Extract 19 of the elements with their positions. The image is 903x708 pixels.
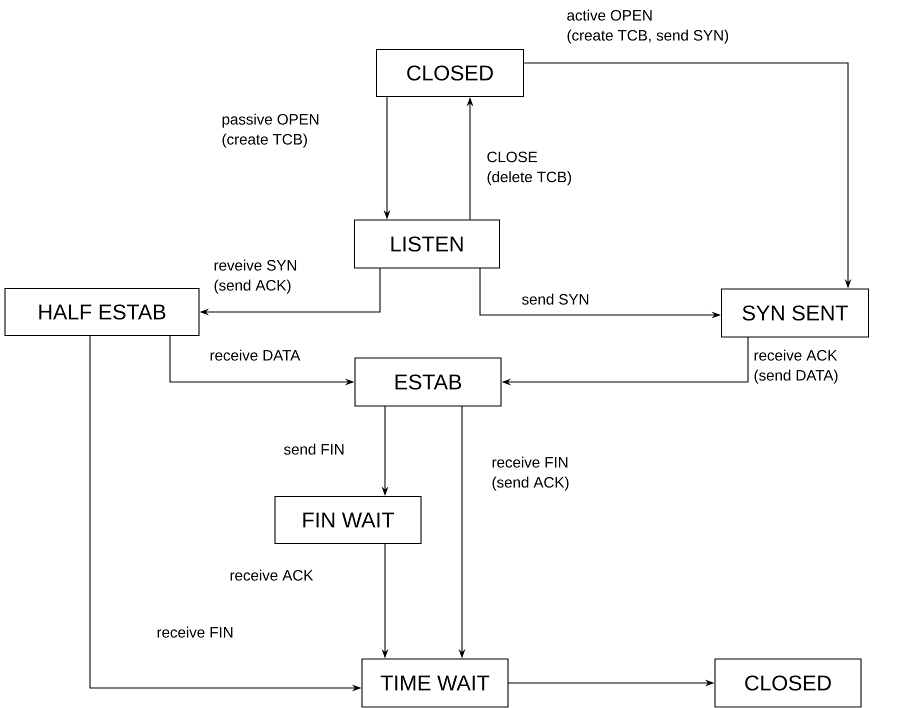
state-box: HALF ESTAB bbox=[4, 288, 200, 336]
edge-label: receive ACK (send DATA) bbox=[754, 350, 838, 384]
edge-label: passive OPEN (create TCB) bbox=[222, 114, 318, 148]
state-box: TIME WAIT bbox=[361, 658, 509, 708]
state-box: CLOSED bbox=[376, 48, 524, 98]
edge-label: receive FIN bbox=[158, 626, 232, 638]
state-box: LISTEN bbox=[354, 219, 500, 269]
edge-label: receive DATA bbox=[210, 350, 300, 361]
edge-label: reveive SYN (send ACK) bbox=[214, 260, 296, 294]
edge-label: active OPEN (create TCB, send SYN) bbox=[567, 10, 728, 44]
edge-label: receive FIN (send ACK) bbox=[492, 456, 569, 491]
edge-label: CLOSE (delete TCB) bbox=[487, 152, 572, 186]
state-box: SYN SENT bbox=[720, 288, 870, 338]
edge-label: receive ACK bbox=[230, 570, 314, 581]
edge-label: send FIN bbox=[284, 444, 344, 455]
state-box: CLOSED bbox=[714, 658, 862, 708]
state-box: FIN WAIT bbox=[274, 496, 422, 544]
state-box: ESTAB bbox=[354, 357, 502, 407]
edge-label: send SYN bbox=[522, 294, 588, 305]
